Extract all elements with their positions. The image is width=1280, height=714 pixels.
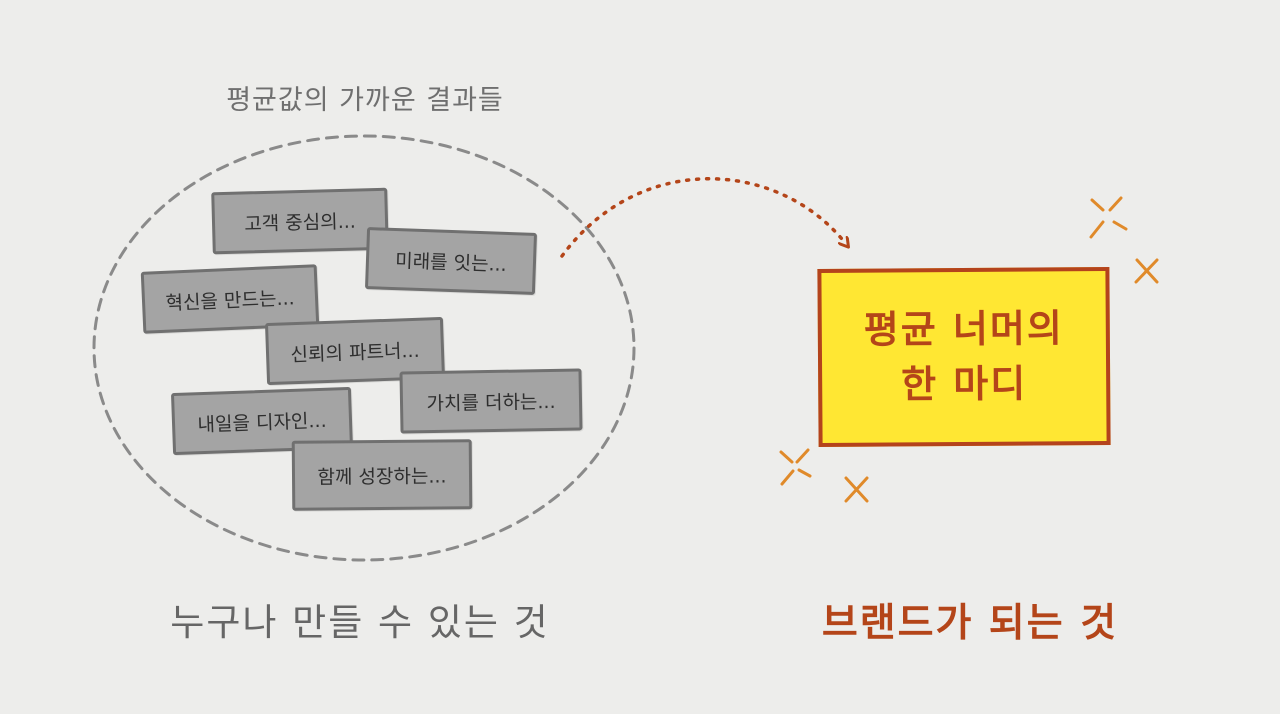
cluster-dashed-ellipse — [92, 134, 636, 562]
card-adding-value: 가치를 더하는... — [399, 368, 583, 434]
highlight-box: 평균 너머의 한 마디 — [817, 266, 1111, 448]
caption-anyone-can-make: 누구나 만들 수 있는 것 — [170, 601, 550, 644]
caption-becomes-brand: 브랜드가 되는 것 — [821, 601, 1119, 646]
cluster-title: 평균값의 가까운 결과들 — [226, 85, 504, 116]
sparkle-bottom-left — [779, 448, 869, 503]
transition-arrow — [560, 177, 846, 258]
sparkle-top-right — [1089, 196, 1159, 284]
card-growing-together: 함께 성장하는... — [291, 439, 473, 511]
card-customer-centric: 고객 중심의... — [211, 187, 389, 255]
highlight-line-1: 평균 너머의 — [863, 306, 1064, 352]
highlight-line-2: 한 마디 — [900, 361, 1028, 407]
card-connecting-future: 미래를 잇는... — [364, 227, 538, 295]
